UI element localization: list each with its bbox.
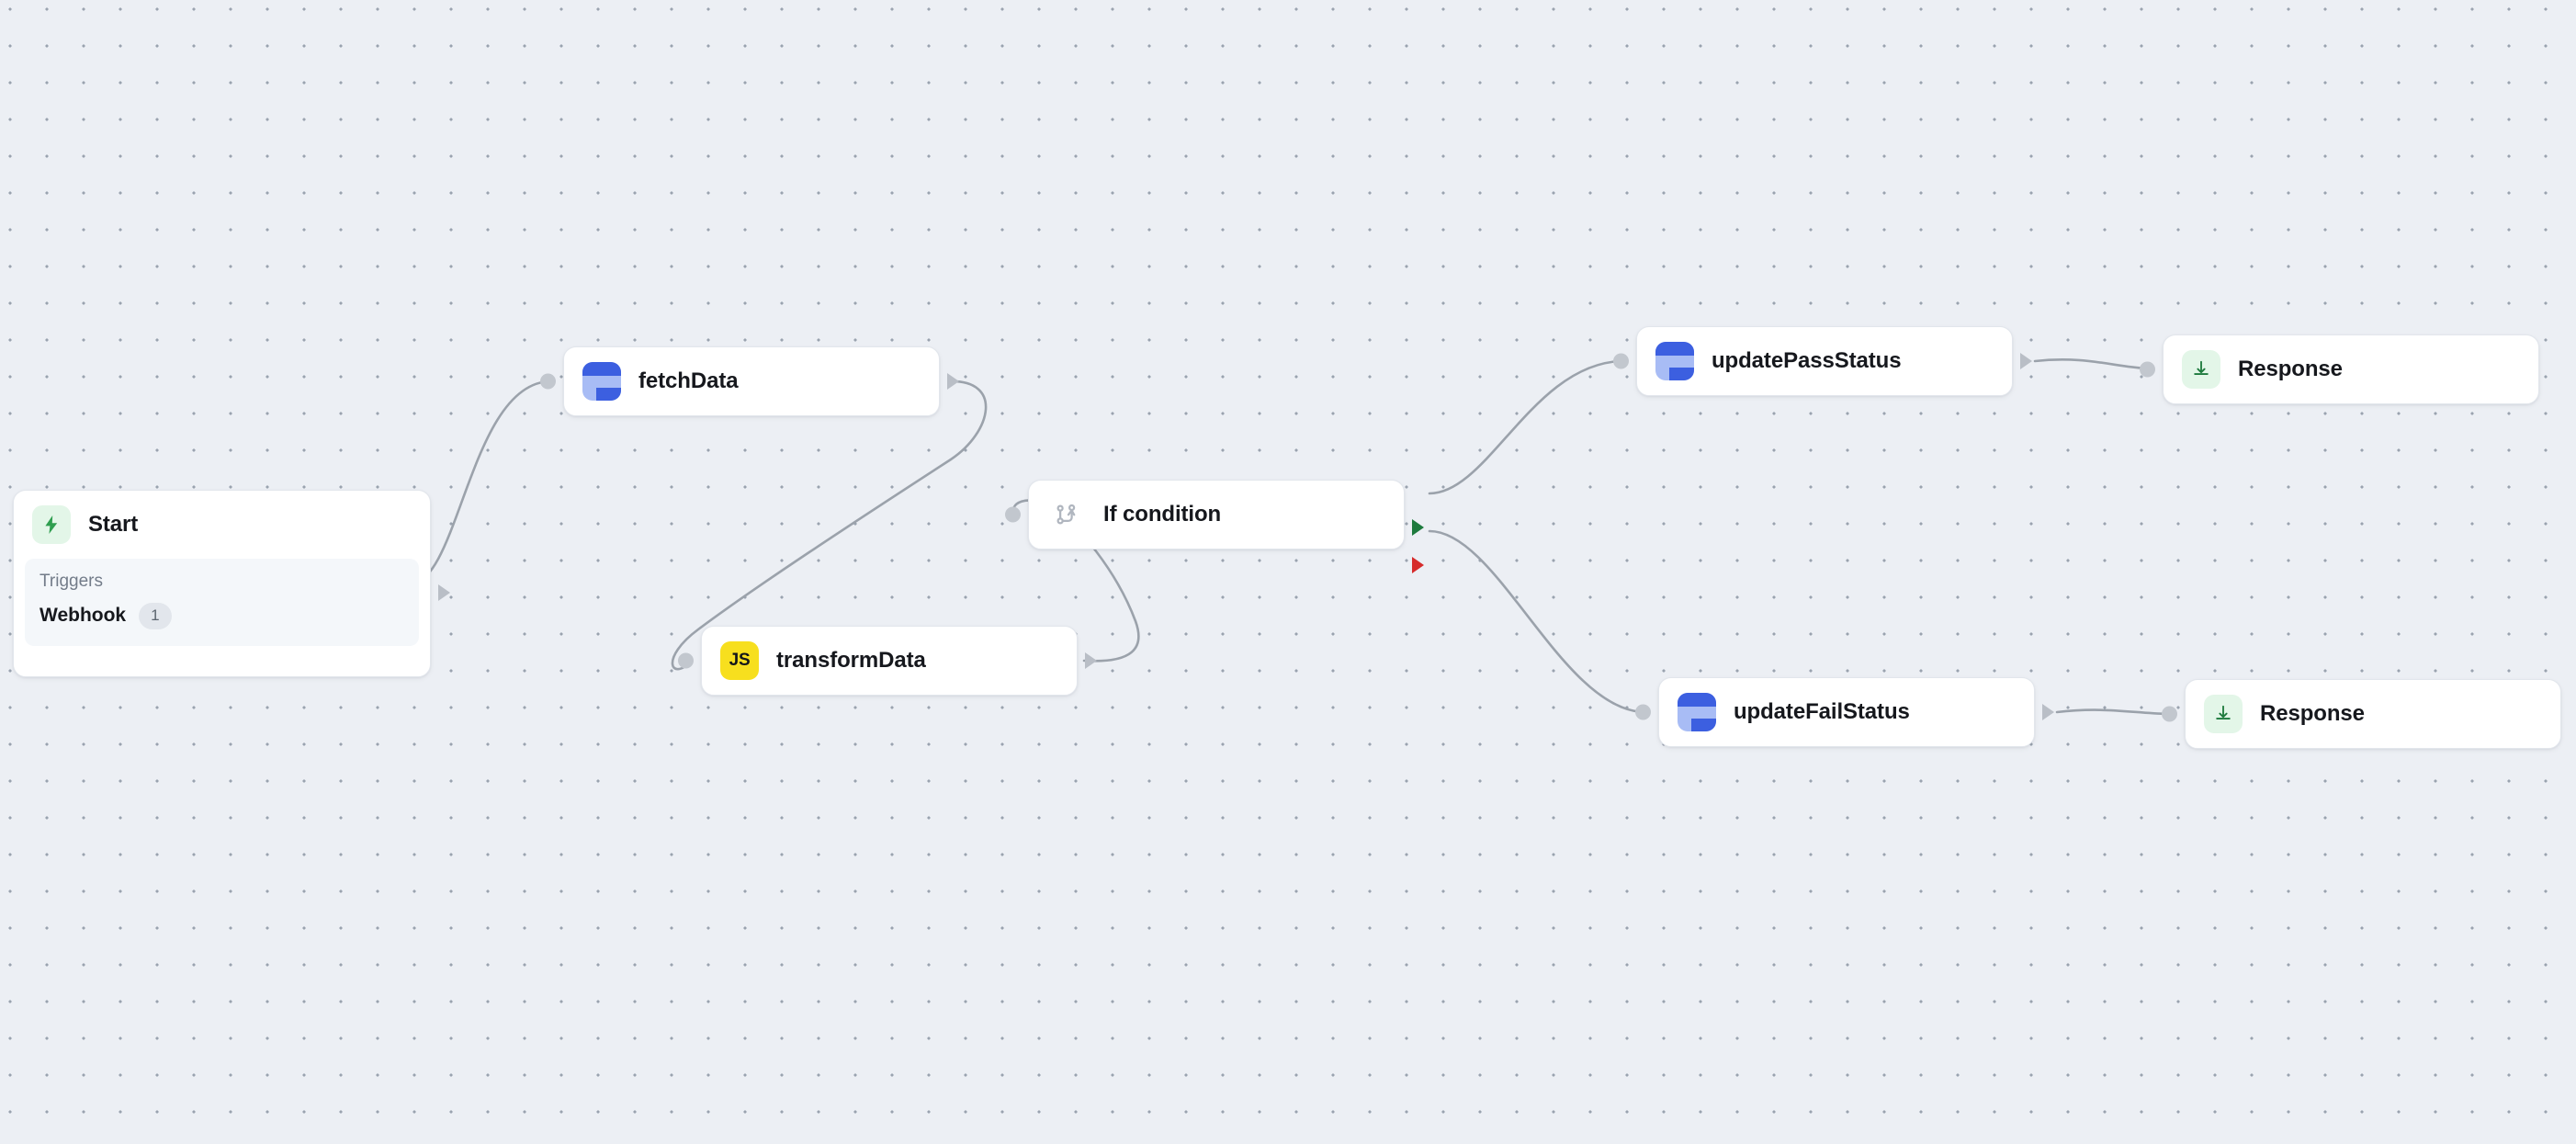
port-out-if-true[interactable] [1412,519,1424,536]
port-in-updatefailstatus[interactable] [1635,704,1651,720]
download-icon [2182,350,2220,389]
node-response-top-header: Response [2164,335,2538,403]
js-icon: JS [720,641,759,680]
node-ifcondition-header: If condition [1029,481,1404,549]
triggers-label: Triggers [40,572,103,591]
port-in-ifcondition[interactable] [1005,506,1021,523]
port-out-if-false[interactable] [1412,557,1424,573]
node-transformdata-header: JS transformData [702,627,1077,695]
port-out-start[interactable] [438,584,450,601]
port-out-fetchdata[interactable] [947,373,959,390]
edge-fail-to-response[interactable] [2055,708,2170,716]
port-out-transformdata[interactable] [1085,652,1097,669]
trigger-webhook-label: Webhook [40,605,127,627]
download-icon [2204,695,2243,733]
port-in-transformdata[interactable] [678,652,694,669]
node-ifcondition[interactable]: If condition [1005,480,1424,573]
node-fetchdata-header: fetchData [564,347,939,415]
port-in-response-bottom[interactable] [2162,706,2177,722]
node-start-title: Start [88,512,139,537]
trigger-row-webhook[interactable]: Webhook 1 [40,603,404,629]
table-icon [582,362,621,401]
node-transformdata[interactable]: JS transformData [678,626,1097,696]
edge-if-false-to-fail[interactable] [1428,529,1646,714]
node-response-top[interactable]: Response [2140,334,2539,404]
node-ifcondition-title: If condition [1103,502,1222,527]
table-icon [1678,693,1716,731]
table-icon [1655,342,1694,380]
node-updatefailstatus-title: updateFailStatus [1734,699,1910,724]
node-transformdata-title: transformData [776,648,926,673]
node-start-header: Start [14,491,430,559]
edge-start-to-fetch[interactable] [409,379,553,585]
node-updatefailstatus-header: updateFailStatus [1659,678,2034,746]
js-icon-label: JS [729,651,751,670]
node-start-body: Triggers Webhook 1 [25,559,419,646]
port-out-updatefailstatus[interactable] [2042,704,2054,720]
port-in-response-top[interactable] [2140,361,2155,378]
node-start[interactable]: Start Triggers Webhook 1 [13,490,450,677]
node-response-bottom-title: Response [2260,701,2365,726]
node-updatepassstatus-title: updatePassStatus [1712,348,1902,373]
node-response-bottom-header: Response [2186,680,2560,748]
edge-pass-to-response[interactable] [2033,358,2149,370]
node-fetchdata-title: fetchData [638,368,739,393]
node-response-bottom[interactable]: Response [2162,679,2561,749]
bolt-icon [32,505,71,544]
trigger-webhook-count: 1 [139,603,172,629]
edge-if-true-to-pass[interactable] [1428,359,1623,495]
node-response-top-title: Response [2238,357,2343,381]
node-fetchdata[interactable]: fetchData [540,346,959,416]
port-in-fetchdata[interactable] [540,373,556,390]
node-updatefailstatus[interactable]: updateFailStatus [1635,677,2054,747]
port-in-updatepassstatus[interactable] [1613,353,1629,369]
port-out-updatepassstatus[interactable] [2020,353,2032,369]
node-updatepassstatus-header: updatePassStatus [1637,327,2012,395]
node-updatepassstatus[interactable]: updatePassStatus [1613,326,2032,396]
branch-icon [1047,495,1086,534]
